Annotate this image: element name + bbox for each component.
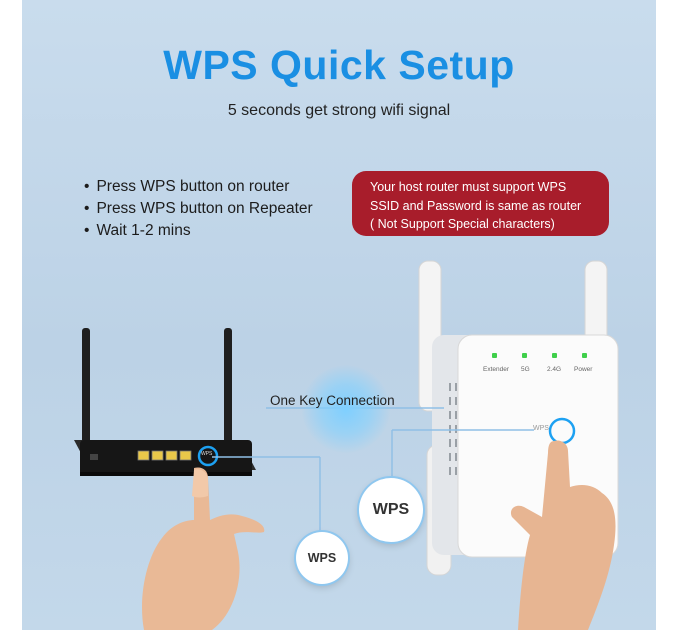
router-antenna <box>82 328 232 456</box>
notice-line: SSID and Password is same as router <box>370 198 582 213</box>
extender-wps-button-label: WPS <box>533 425 549 432</box>
router-illustration <box>74 328 265 630</box>
connection-glow <box>302 365 390 453</box>
notice-line: ( Not Support Special characters) <box>370 217 555 231</box>
router-ports <box>90 450 192 461</box>
extender-led <box>492 353 497 358</box>
router-wps-callout: WPS <box>296 532 348 584</box>
extender-wps-callout: WPS <box>359 478 423 542</box>
page-title: WPS Quick Setup <box>163 42 515 88</box>
led-label: Power <box>574 366 593 373</box>
step-item: Wait 1-2 mins <box>84 220 313 242</box>
router-wps-button-label: WPS <box>201 451 213 457</box>
led-label: 2.4G <box>547 366 562 373</box>
step-item: Press WPS button on Repeater <box>84 198 312 220</box>
page-subtitle: 5 seconds get strong wifi signal <box>227 102 451 119</box>
extender-led <box>522 353 527 358</box>
extender-led <box>582 353 587 358</box>
led-label: Extender <box>483 366 510 373</box>
extender-hand <box>510 440 616 630</box>
connector-lines <box>212 407 534 532</box>
router-hand <box>142 467 265 630</box>
extender-illustration <box>418 260 619 630</box>
setup-steps-list: Press WPS button on router Press WPS but… <box>84 176 313 242</box>
notice-line: Your host router must support WPS <box>370 180 567 194</box>
led-label: 5G <box>521 366 530 373</box>
step-item: Press WPS button on router <box>84 176 313 198</box>
extender-led <box>552 353 557 358</box>
requirement-notice: Your host router must support WPS SSID a… <box>352 171 609 236</box>
wps-setup-infographic: WPS Quick Setup 5 seconds get strong wif… <box>22 0 656 630</box>
router-wps-button-highlight <box>197 445 219 467</box>
connection-label: One Key Connection <box>270 393 395 408</box>
